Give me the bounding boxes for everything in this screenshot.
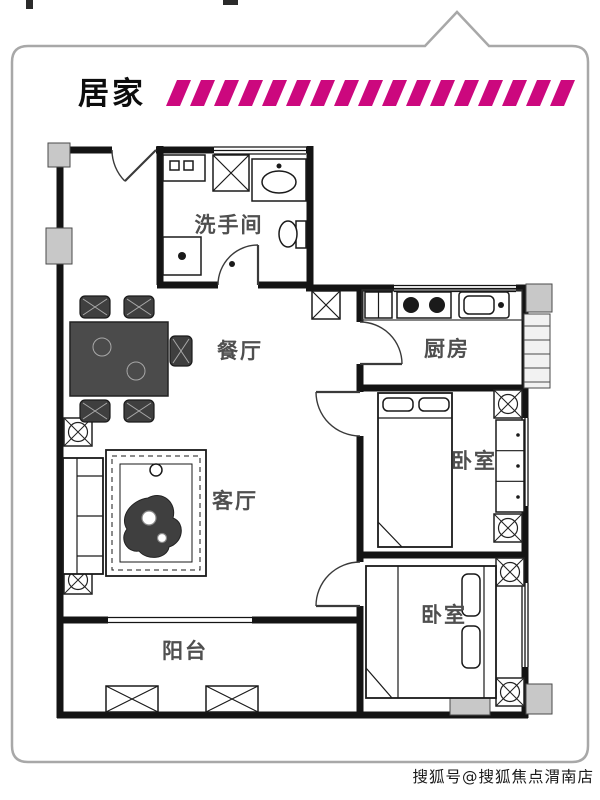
sofa-icon xyxy=(62,457,104,575)
watermark: 搜狐号@搜狐焦点渭南店 xyxy=(412,768,594,786)
page-title: 居家 xyxy=(78,76,146,112)
room-label-kitchen: 厨房 xyxy=(424,337,470,361)
room-label-dining: 餐厅 xyxy=(217,339,263,363)
washing-machine-icon xyxy=(162,154,206,182)
stove-burners-icon xyxy=(396,291,452,319)
duct-shaft xyxy=(523,313,551,389)
fridge-icon xyxy=(364,291,393,319)
rug-icon xyxy=(105,449,207,577)
duct-icon xyxy=(311,290,341,320)
kitchen-counter xyxy=(361,289,523,321)
room-label-bedroom-bottom: 卧室 xyxy=(421,603,467,627)
crop-artifact xyxy=(26,0,238,9)
room-label-living: 客厅 xyxy=(212,489,258,513)
door-arc xyxy=(111,149,403,608)
dining-set-icon xyxy=(69,295,193,423)
room-label-bathroom: 洗手间 xyxy=(195,213,264,237)
kitchen-sink-icon xyxy=(458,291,510,319)
title-stripes xyxy=(166,80,575,106)
shower-icon xyxy=(162,236,202,276)
floor-drain-icon xyxy=(229,261,235,267)
vanity-sink-icon xyxy=(251,158,307,202)
toilet-icon xyxy=(278,220,307,249)
room-label-bedroom-right: 卧室 xyxy=(451,449,497,473)
wardrobe-icon xyxy=(495,419,525,513)
floorplan: 洗手间 餐厅 厨房 卧室 客厅 卧室 阳台 xyxy=(45,142,553,719)
room-label-balcony: 阳台 xyxy=(162,639,208,663)
floor-sink-icon xyxy=(212,154,250,192)
balcony-window xyxy=(105,685,259,713)
bed1-icon xyxy=(377,392,453,548)
bed2-icon xyxy=(365,565,497,699)
